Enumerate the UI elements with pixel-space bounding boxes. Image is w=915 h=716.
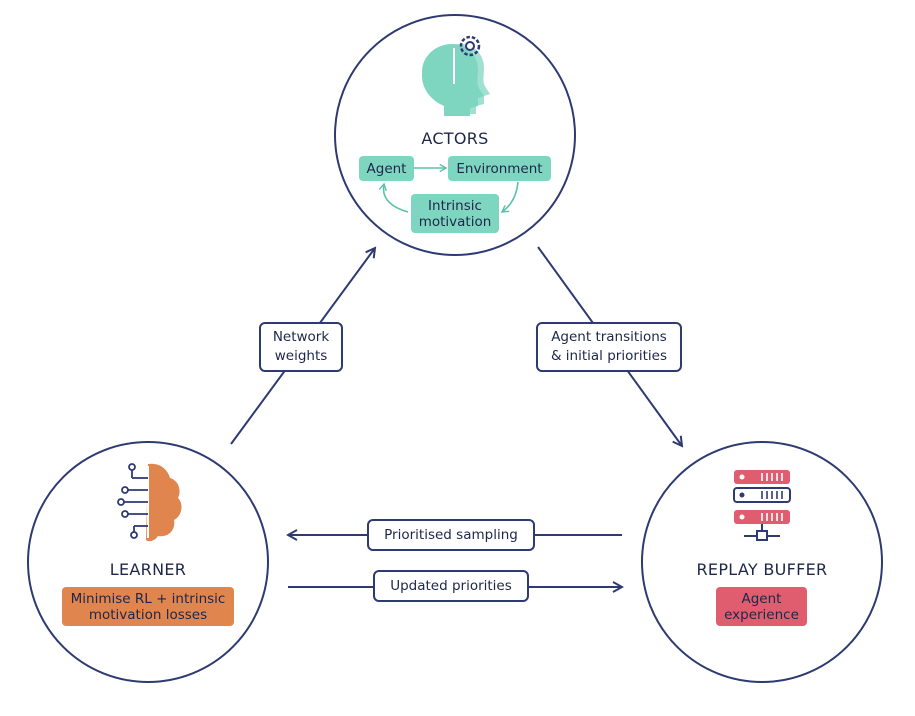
server-stack-icon [733,470,791,541]
head-gear-icon [422,35,490,116]
replay-buffer-circle [641,441,883,683]
network-weights-label: Network weights [259,322,343,372]
prioritised-sampling-label: Prioritised sampling [367,519,535,551]
learner-loss-box: Minimise RL + intrinsic motivation losse… [62,587,234,626]
agent-experience-box: Agent experience [716,587,807,626]
learner-circle [27,441,269,683]
circuit-brain-icon [117,463,182,542]
actors-title: ACTORS [421,129,489,148]
replay-buffer-title: REPLAY BUFFER [696,560,828,579]
intrinsic-motivation-box: Intrinsic motivation [411,194,499,233]
arrow-environment-to-intrinsic [500,181,519,213]
updated-priorities-label: Updated priorities [373,570,529,602]
learner-title: LEARNER [109,560,187,579]
agent-transitions-label: Agent transitions & initial priorities [536,322,682,372]
agent-box: Agent [359,156,414,181]
arrow-intrinsic-to-agent [378,182,409,213]
environment-box: Environment [448,156,551,181]
actors-circle [334,14,576,256]
